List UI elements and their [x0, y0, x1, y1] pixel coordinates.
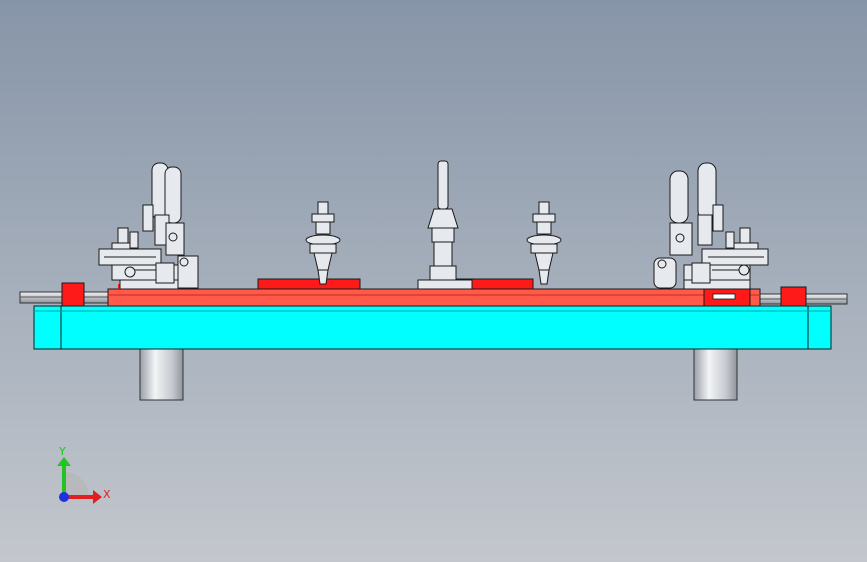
base-plate [33, 305, 832, 350]
triad-rotation-arc [64, 472, 89, 497]
y-axis-label: Y [58, 445, 66, 458]
push-clamp-center [417, 160, 473, 290]
end-block-left [61, 282, 85, 307]
x-axis-label: X [103, 488, 111, 501]
push-clamp-left [305, 201, 341, 285]
toggle-clamp-right [653, 162, 769, 290]
support-legs [139, 348, 738, 401]
support-leg-left [139, 348, 184, 401]
coordinate-triad: Y X [57, 445, 111, 504]
work-plate [61, 278, 807, 307]
toggle-clamp-left [98, 162, 199, 290]
z-axis-dot [59, 492, 69, 502]
support-leg-right [693, 348, 738, 401]
stop-block-left [257, 278, 361, 290]
end-block-right [780, 286, 807, 307]
push-clamp-right [526, 201, 562, 285]
